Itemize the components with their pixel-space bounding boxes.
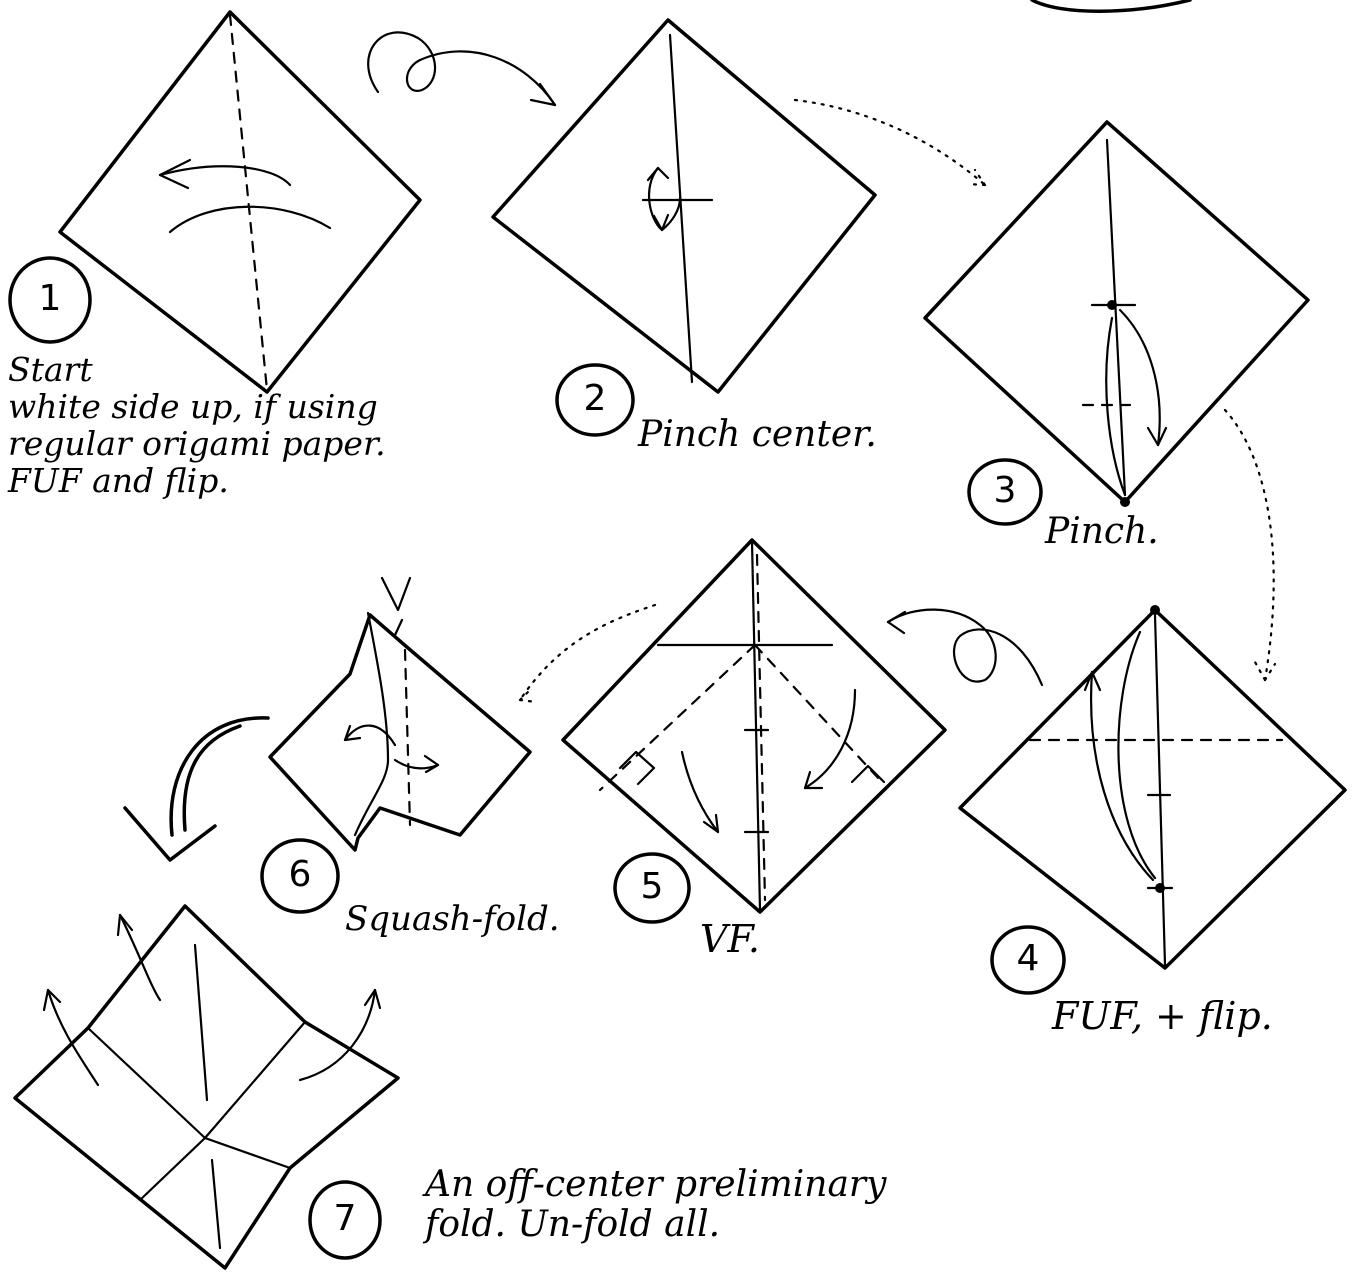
step-2-caption: Pinch center. — [638, 414, 877, 455]
step-5-caption: VF. — [700, 917, 760, 961]
step-3-caption: Pinch. — [1045, 511, 1159, 552]
step-1-figure — [58, 10, 422, 394]
step-4-number: 4 — [1016, 938, 1040, 979]
step-6-caption: Squash-fold. — [345, 899, 560, 939]
step-5-number: 5 — [640, 866, 664, 907]
dotted-arrow-3-4 — [1223, 408, 1275, 682]
cropped-figure — [1030, 0, 1192, 13]
dotted-arrow-5-6 — [518, 603, 657, 702]
step-4-caption: FUF, + flip. — [1052, 994, 1273, 1038]
step-4-figure — [958, 605, 1347, 970]
step-3-figure — [923, 120, 1310, 507]
big-curved-arrow — [123, 716, 270, 862]
step-2-number: 2 — [583, 378, 607, 419]
step-circles — [8, 256, 1066, 1260]
step-7-figure — [13, 904, 400, 1270]
dotted-arrow-2-3 — [793, 98, 987, 187]
step-7-number: 7 — [333, 1198, 357, 1239]
flip-arrow — [367, 31, 557, 107]
flip-arrow-4-5 — [886, 608, 1044, 687]
step-7-caption: An off-center preliminary fold. Un-fold … — [425, 1164, 887, 1246]
step-3-number: 3 — [993, 470, 1017, 511]
step-6-number: 6 — [288, 854, 312, 895]
step-1-caption: Start white side up, if using regular or… — [8, 350, 386, 500]
step-6-figure — [268, 576, 532, 852]
step-1-number: 1 — [38, 278, 62, 319]
step-2-figure — [491, 18, 877, 394]
step-5-figure — [561, 538, 947, 914]
